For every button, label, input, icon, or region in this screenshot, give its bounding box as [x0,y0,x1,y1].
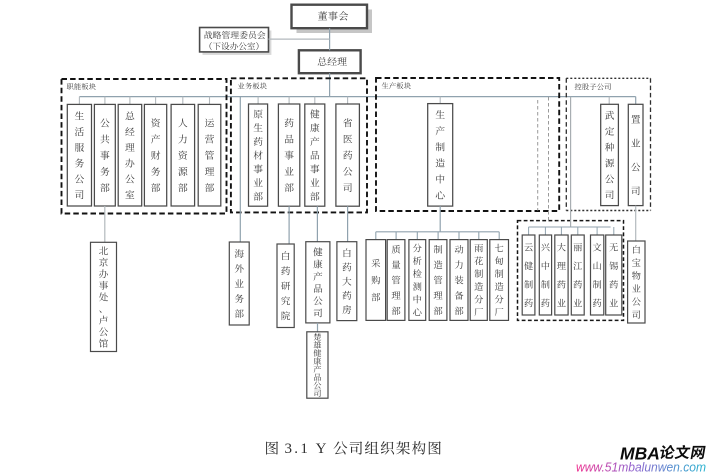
svg-text:MBA: MBA [620,444,660,464]
svg-text:3.1 Y: 3.1 Y [285,441,327,457]
svg-text:www.51mbalunwen.com: www.51mbalunwen.com [576,461,706,474]
